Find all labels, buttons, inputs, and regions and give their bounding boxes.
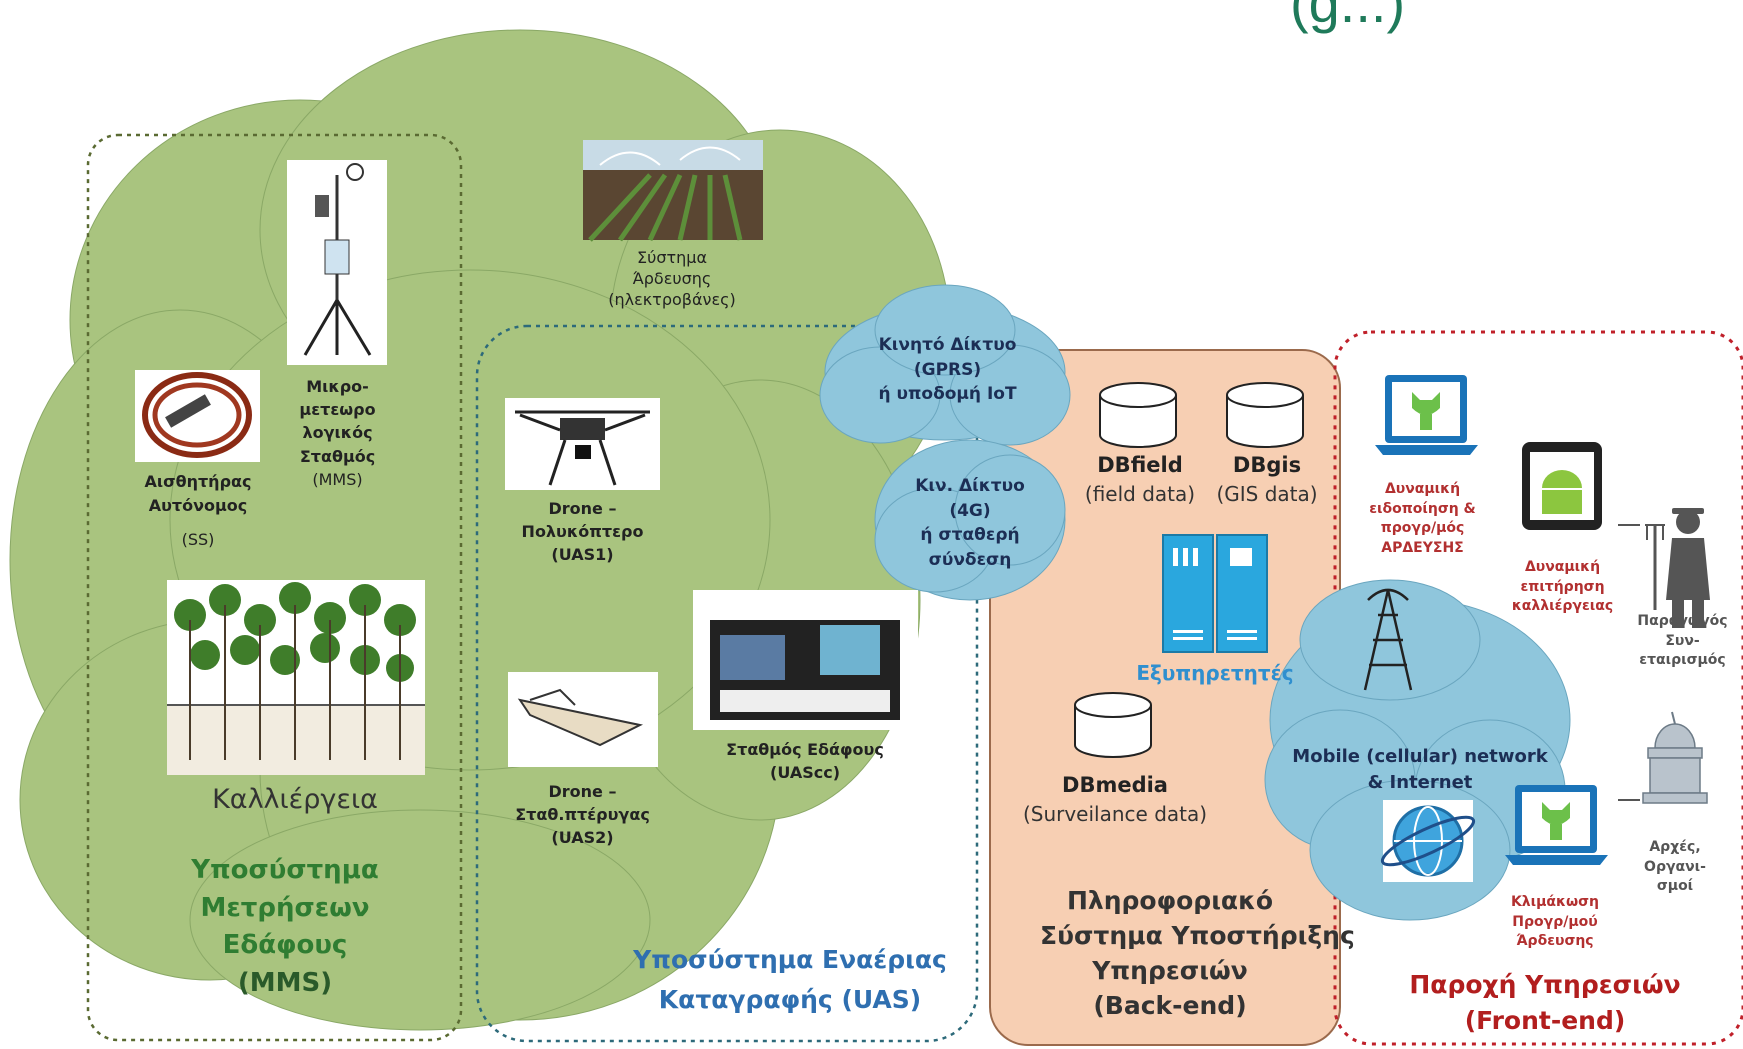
antenna-tower-icon (1363, 588, 1413, 691)
drone1-label: Drone –Πολυκόπτερο(UAS1) (521, 499, 644, 565)
globe-icon (1380, 800, 1476, 882)
cloud-gprs-shape (819, 284, 1071, 446)
drone-multicopter-image (505, 398, 660, 490)
authorities-label: Αρχές,Οργανι-σμοί (1644, 839, 1706, 895)
weather-station-image (287, 160, 387, 365)
laptop-scaling-icon (1505, 785, 1608, 865)
frontend-title: Παροχή Υπηρεσιών(Front-end) (1409, 970, 1681, 1036)
cloud-gprs-label: Κινητό Δίκτυο(GPRS)ή υποδομή IoT (878, 335, 1017, 405)
drone-fixed-wing-image (508, 672, 658, 767)
tablet-android-icon (1522, 442, 1602, 530)
servers-icon (1162, 534, 1268, 653)
crop-image (167, 580, 425, 775)
irrigation-photo (583, 140, 763, 242)
db-field-icon (1099, 382, 1177, 448)
crop-label: Καλλιέργεια (212, 784, 378, 815)
uas-dashed-box (475, 324, 979, 1043)
internet-label: Mobile (cellular) network& Internet (1292, 746, 1548, 794)
ground-station-label: Σταθμός Εδάφους(UAScc) (726, 740, 884, 783)
ground-station-image (693, 590, 918, 730)
soil-sensor-image (135, 370, 260, 462)
db-field-label: DBfield(field data) (1084, 453, 1196, 507)
db-gis-label: DBgis(GIS data) (1216, 453, 1318, 507)
servers-label: Εξυπηρετητές (1136, 661, 1294, 685)
farmer-icon (1645, 508, 1710, 628)
authorities-building-icon (1642, 711, 1708, 804)
laptop-wrench-icon (1375, 375, 1478, 455)
db-gis-icon (1226, 382, 1304, 448)
connector-lines (1618, 524, 1640, 801)
cloud-4g-shape (874, 439, 1066, 601)
db-media-label: DBmedia(Surveilance data) (1022, 773, 1208, 827)
drone2-label: Drone –Σταθ.πτέρυγας(UAS2) (515, 782, 650, 848)
mms-dashed-box (86, 133, 463, 1042)
header-partial-text: (g...) (1290, 0, 1405, 34)
db-media-icon (1074, 692, 1152, 758)
